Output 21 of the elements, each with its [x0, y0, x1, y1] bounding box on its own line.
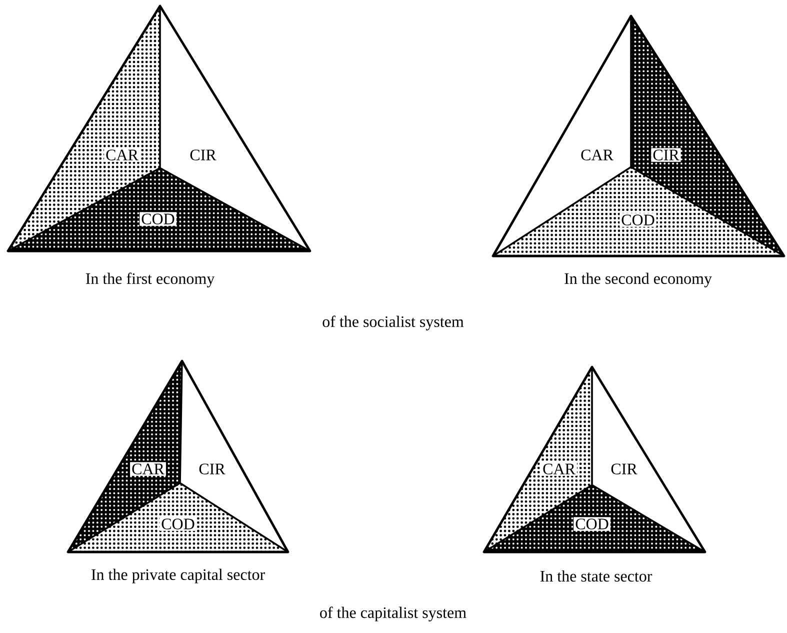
region-label: CIR — [197, 462, 227, 476]
region-label: CAR — [130, 462, 166, 476]
region-label: CAR — [541, 462, 577, 476]
region-label: COD — [620, 213, 656, 227]
region-label: COD — [160, 517, 196, 531]
section-caption: of the capitalist system — [320, 606, 466, 622]
node-label: In the private capital sector — [92, 568, 265, 584]
triangle-drawing — [66, 360, 290, 554]
node-label: In the first economy — [86, 272, 215, 288]
region-label: CIR — [609, 462, 639, 476]
section-caption: of the socialist system — [322, 316, 464, 330]
region-label: CIR — [188, 148, 218, 162]
triangle-drawing — [6, 4, 312, 252]
region-label: CAR — [579, 148, 615, 162]
region-label: CAR — [104, 148, 140, 162]
region-label: COD — [574, 517, 610, 531]
triangle-drawing — [492, 14, 786, 258]
node-label: In the state sector — [540, 570, 652, 582]
region-label: CIR — [651, 148, 681, 162]
region-label: COD — [140, 212, 176, 226]
node-label: In the second economy — [564, 272, 712, 288]
